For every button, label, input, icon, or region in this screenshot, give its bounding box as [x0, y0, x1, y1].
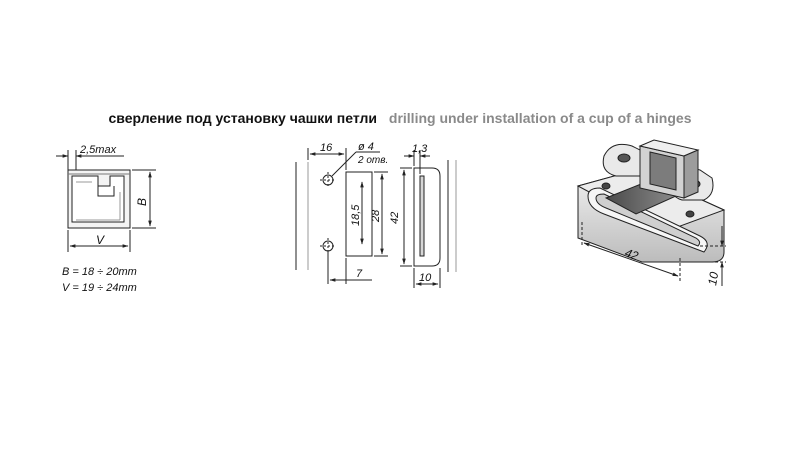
drilling-dim-10: 10: [419, 272, 432, 284]
drilling-dim-42: 42: [389, 212, 401, 224]
drilling-dim-28: 28: [370, 209, 382, 223]
drilling-dim-16: 16: [320, 142, 333, 154]
drilling-dim-18-5: 18,5: [350, 204, 362, 226]
title-english: drilling under installation of a cup of …: [388, 110, 692, 126]
cup-dim-42: 42: [623, 246, 640, 264]
profile-section: [56, 150, 156, 252]
formula-b: B = 18 ÷ 20mm: [62, 266, 137, 278]
cup-dim-10: 10: [705, 271, 721, 287]
hinge-cup-dimensions: [581, 222, 726, 286]
drilling-dim-hole-count: 2 отв.: [357, 155, 388, 166]
formula-v: V = 19 ÷ 24mm: [62, 282, 137, 294]
drilling-dim-1-3: 1,3: [412, 143, 428, 155]
drilling-dim-hole: ø 4: [358, 141, 374, 153]
page-title: сверление под установку чашки петли dril…: [0, 110, 800, 126]
drilling-side-view: [400, 150, 457, 288]
drilling-dim-7: 7: [356, 268, 363, 280]
title-russian: сверление под установку чашки петли: [108, 110, 378, 126]
drilling-front-view: [295, 148, 388, 284]
hinge-cup-3d: [576, 139, 726, 263]
profile-dim-wall: 2,5max: [79, 144, 117, 156]
profile-dim-height: B: [135, 198, 149, 206]
profile-dim-width: V: [96, 233, 105, 247]
